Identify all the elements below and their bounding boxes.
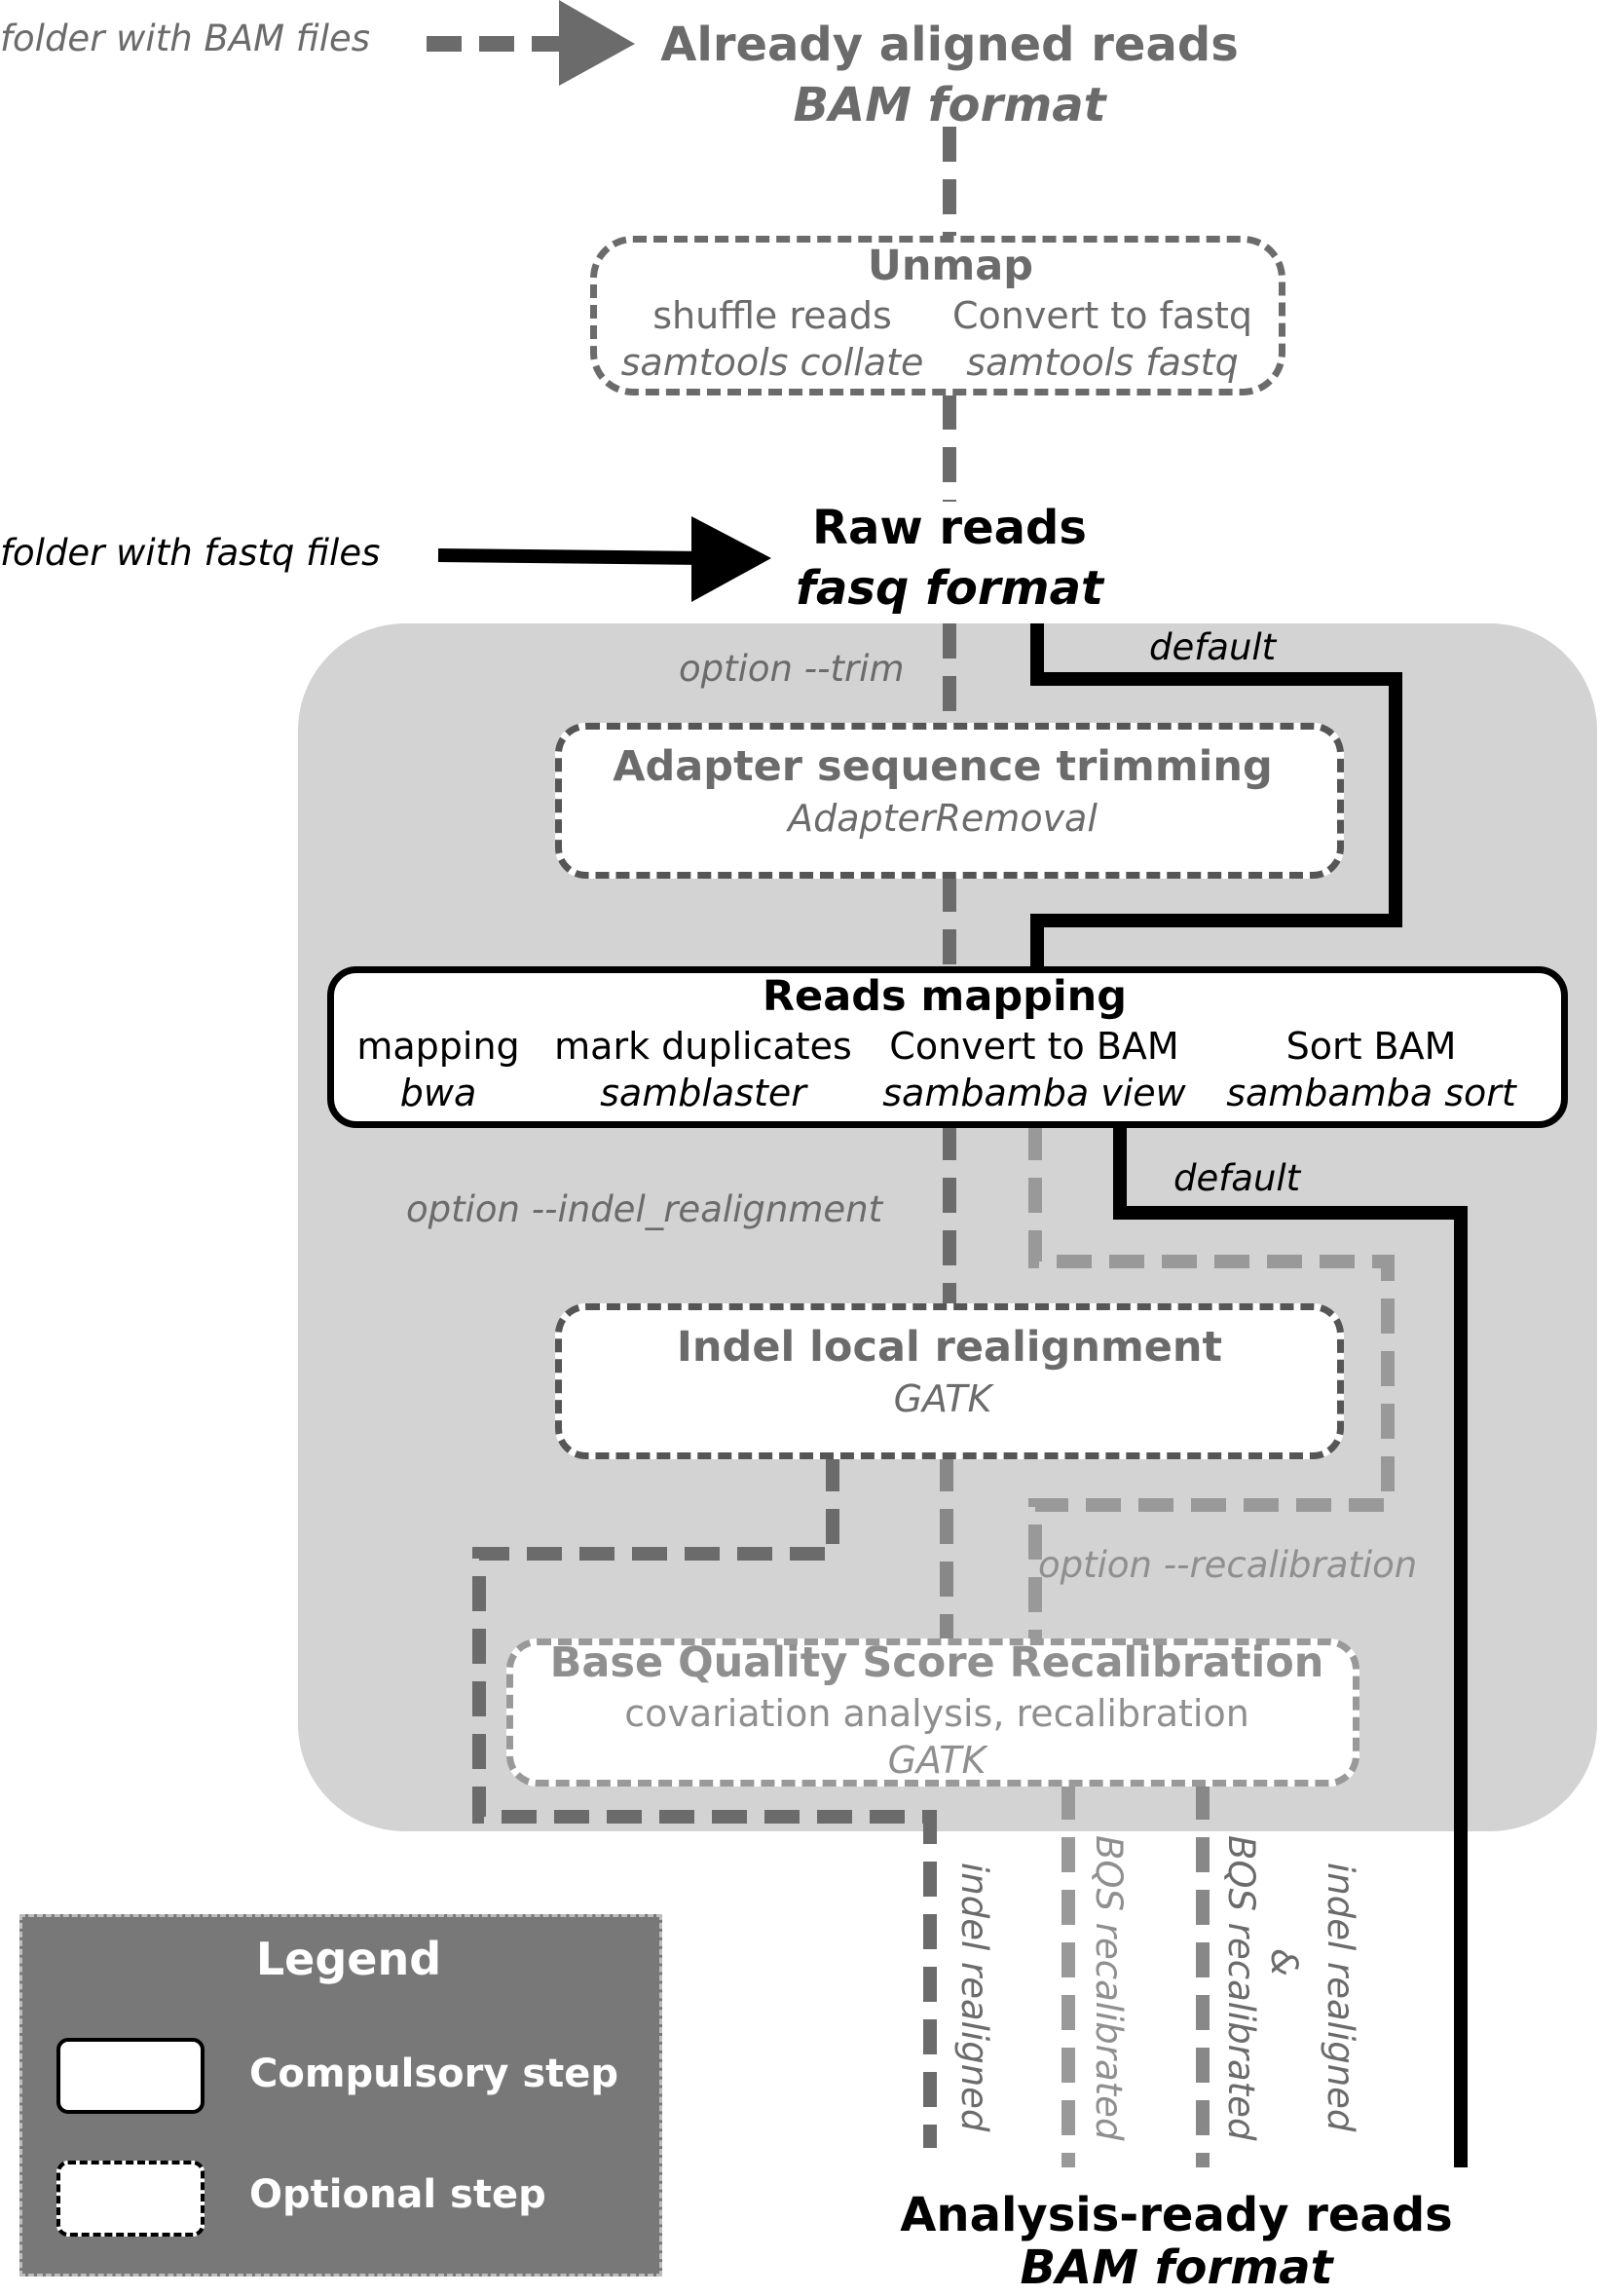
mapping-step-tool: samblaster <box>600 1072 806 1114</box>
output-bqs-recalibrated-label: BQS recalibrated <box>1088 1835 1130 2141</box>
legend-optional-swatch <box>56 2161 205 2237</box>
default-label-top: default <box>1149 626 1277 668</box>
bam-folder-label: folder with BAM files <box>0 18 371 59</box>
reads-mapping-title: Reads mapping <box>762 972 1128 1021</box>
bqsr-subtitle: covariation analysis, recalibration <box>624 1692 1249 1735</box>
unmap-step-label: shuffle reads <box>652 294 892 337</box>
indel-realigned-output-path <box>472 1456 937 2148</box>
mapping-step-label: mapping <box>356 1025 520 1068</box>
adapter-trimming-title: Adapter sequence trimming <box>613 742 1273 791</box>
recal-path-from-mapping <box>1028 1125 1395 1646</box>
raw-reads-format: fasq format <box>796 561 1103 616</box>
unmap-box <box>590 236 1285 395</box>
adapter-trimming-tool: AdapterRemoval <box>788 797 1098 840</box>
fastq-input-arrow-line <box>437 548 707 565</box>
bam-input-arrowhead <box>559 0 635 86</box>
analysis-ready-title: Analysis-ready reads <box>900 2188 1453 2242</box>
aligned-reads-format: BAM format <box>793 78 1106 132</box>
default-path-bottom <box>1113 1125 1468 2167</box>
trim-option-label: option --trim <box>679 648 905 690</box>
mapping-step-tool: bwa <box>399 1072 477 1114</box>
mapping-step-label: Convert to BAM <box>889 1025 1179 1068</box>
mapping-step-tool: sambamba sort <box>1226 1072 1516 1114</box>
legend-title: Legend <box>255 1933 442 1985</box>
fastq-folder-label: folder with fastq files <box>0 532 381 574</box>
default-path-top <box>1030 623 1402 969</box>
indel-option-label: option --indel_realignment <box>406 1188 883 1230</box>
bqsr-title: Base Quality Score Recalibration <box>549 1638 1324 1687</box>
unmap-title: Unmap <box>867 242 1034 290</box>
legend-compulsory-label: Compulsory step <box>249 2051 619 2096</box>
output-indel-realigned-label: indel realigned <box>953 1863 995 2132</box>
unmap-step-tool: samtools collate <box>620 341 924 384</box>
legend-compulsory-swatch <box>56 2038 205 2114</box>
indel-realignment-tool: GATK <box>893 1377 992 1420</box>
raw-reads-title: Raw reads <box>812 501 1087 555</box>
indel-realignment-title: Indel local realignment <box>676 1323 1223 1372</box>
output-ampersand-label: & <box>1263 1948 1305 1976</box>
output-bqs-recalibrated-label-2: BQS recalibrated <box>1220 1835 1262 2141</box>
mapping-step-label: mark duplicates <box>554 1025 852 1068</box>
unmap-step-tool: samtools fastq <box>966 341 1239 384</box>
reads-mapping-box <box>327 966 1568 1128</box>
analysis-ready-format: BAM format <box>1020 2240 1333 2295</box>
unmap-step-label: Convert to fastq <box>951 294 1253 337</box>
default-label-bottom: default <box>1173 1157 1301 1199</box>
bqsr-tool: GATK <box>887 1739 987 1782</box>
fastq-input-arrowhead <box>691 516 771 602</box>
legend-optional-label: Optional step <box>249 2172 546 2217</box>
mapping-step-tool: sambamba view <box>882 1072 1186 1114</box>
adapter-trimming-box <box>555 723 1344 879</box>
indel-realignment-box <box>555 1303 1344 1459</box>
output-indel-realigned-label-2: indel realigned <box>1320 1863 1361 2132</box>
mapping-step-label: Sort BAM <box>1285 1025 1457 1068</box>
bqsr-box <box>506 1638 1359 1787</box>
aligned-reads-title: Already aligned reads <box>660 18 1239 72</box>
recalibration-option-label: option --recalibration <box>1038 1544 1418 1586</box>
